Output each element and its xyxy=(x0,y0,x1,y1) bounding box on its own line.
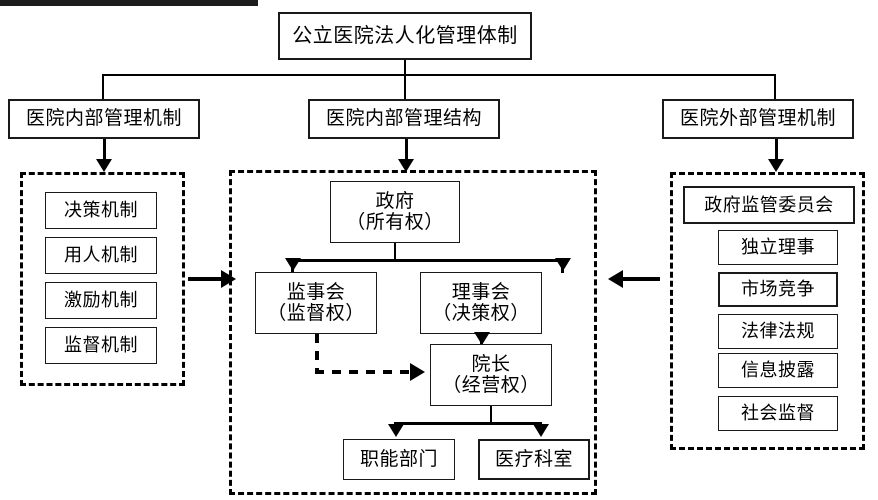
connector-right-to-center xyxy=(622,277,660,281)
connector-right-branch-to-group xyxy=(775,139,778,162)
right-item-independent-director[interactable]: 独立理事 xyxy=(718,230,838,265)
arrowhead-left-to-center xyxy=(221,270,236,288)
top-black-bar xyxy=(0,0,258,6)
connector-president-stem xyxy=(490,406,492,424)
arrowhead-center-branch-to-group xyxy=(398,159,414,172)
center-node-board-line2: （决策权） xyxy=(432,303,530,324)
center-node-medical-departments[interactable]: 医疗科室 xyxy=(478,439,590,480)
arrowhead-right-branch-to-group xyxy=(768,159,784,172)
arrowhead-president-to-functional-dept xyxy=(388,424,404,437)
branch-right-label: 医院外部管理机制 xyxy=(679,108,836,130)
branch-node-external-management-mechanism[interactable]: 医院外部管理机制 xyxy=(662,99,854,139)
connector-government-bus xyxy=(291,259,564,262)
arrowhead-government-to-supervisors xyxy=(285,258,301,271)
center-node-supervisory-board[interactable]: 监事会 （监督权） xyxy=(255,272,377,334)
right-item-label: 信息披露 xyxy=(741,360,815,381)
right-item-laws-and-regulations[interactable]: 法律法规 xyxy=(718,314,838,349)
center-node-functional-label: 职能部门 xyxy=(359,448,438,470)
connector-government-stem xyxy=(394,243,396,261)
right-item-label: 市场竞争 xyxy=(741,279,815,300)
left-dashed-group xyxy=(20,172,185,386)
right-item-information-disclosure[interactable]: 信息披露 xyxy=(718,353,838,388)
right-item-label: 独立理事 xyxy=(741,237,815,258)
branch-node-internal-management-mechanism[interactable]: 医院内部管理机制 xyxy=(8,99,200,139)
center-node-supervisory-line2: （监督权） xyxy=(267,303,365,324)
branch-left-label: 医院内部管理机制 xyxy=(25,108,182,130)
center-node-president[interactable]: 院长 （经营权） xyxy=(430,344,552,406)
branch-node-internal-management-structure[interactable]: 医院内部管理结构 xyxy=(308,99,500,139)
root-node-label: 公立医院法人化管理体制 xyxy=(292,24,518,47)
arrowhead-government-to-board xyxy=(555,258,571,271)
connector-left-branch-to-group xyxy=(103,139,106,162)
arrowhead-left-branch-to-group xyxy=(96,159,112,172)
connector-distribution-bus xyxy=(102,74,776,76)
right-item-market-competition[interactable]: 市场竞争 xyxy=(718,272,838,307)
right-item-label: 法律法规 xyxy=(741,321,815,342)
connector-supervisors-dashed-right xyxy=(315,370,415,374)
left-item-personnel-mechanism[interactable]: 用人机制 xyxy=(45,237,157,274)
connector-president-bus xyxy=(394,422,542,425)
arrowhead-board-to-president xyxy=(474,332,490,345)
center-node-medical-label: 医疗科室 xyxy=(494,448,573,470)
right-dashed-group xyxy=(670,172,865,450)
connector-drop-right xyxy=(774,74,776,99)
center-node-supervisory-line1: 监事会 xyxy=(286,281,346,303)
center-node-government[interactable]: 政府 （所有权） xyxy=(330,181,460,243)
center-node-government-line1: 政府 xyxy=(375,190,415,212)
right-node-government-regulatory-committee[interactable]: 政府监管委员会 xyxy=(683,186,855,224)
center-node-government-line2: （所有权） xyxy=(346,212,444,233)
right-node-header-label: 政府监管委员会 xyxy=(704,194,834,215)
center-node-president-line1: 院长 xyxy=(471,353,511,375)
left-item-label: 激励机制 xyxy=(64,290,138,311)
center-node-board-of-directors[interactable]: 理事会 （决策权） xyxy=(420,272,542,334)
arrowhead-supervisors-to-president xyxy=(410,363,425,381)
branch-center-label: 医院内部管理结构 xyxy=(325,108,482,130)
left-item-supervision-mechanism[interactable]: 监督机制 xyxy=(45,327,157,364)
center-node-functional-departments[interactable]: 职能部门 xyxy=(343,439,455,480)
left-item-decision-mechanism[interactable]: 决策机制 xyxy=(45,192,157,229)
arrowhead-president-to-medical-dept xyxy=(533,424,549,437)
connector-supervisors-dashed-down xyxy=(315,334,319,374)
connector-drop-left xyxy=(102,74,104,99)
left-item-label: 决策机制 xyxy=(64,200,138,221)
center-node-board-line1: 理事会 xyxy=(451,281,511,303)
center-dashed-group xyxy=(229,170,597,495)
connector-left-to-center xyxy=(188,277,224,281)
left-item-incentive-mechanism[interactable]: 激励机制 xyxy=(45,282,157,319)
connector-center-branch-to-group xyxy=(405,139,408,162)
connector-root-stem xyxy=(404,60,406,75)
root-node-public-hospital-system[interactable]: 公立医院法人化管理体制 xyxy=(278,12,532,60)
left-item-label: 监督机制 xyxy=(64,335,138,356)
right-item-social-supervision[interactable]: 社会监督 xyxy=(718,396,838,431)
left-item-label: 用人机制 xyxy=(64,245,138,266)
right-item-label: 社会监督 xyxy=(741,403,815,424)
connector-drop-center xyxy=(404,74,406,99)
center-node-president-line2: （经营权） xyxy=(442,375,540,396)
arrowhead-right-to-center xyxy=(608,270,623,288)
